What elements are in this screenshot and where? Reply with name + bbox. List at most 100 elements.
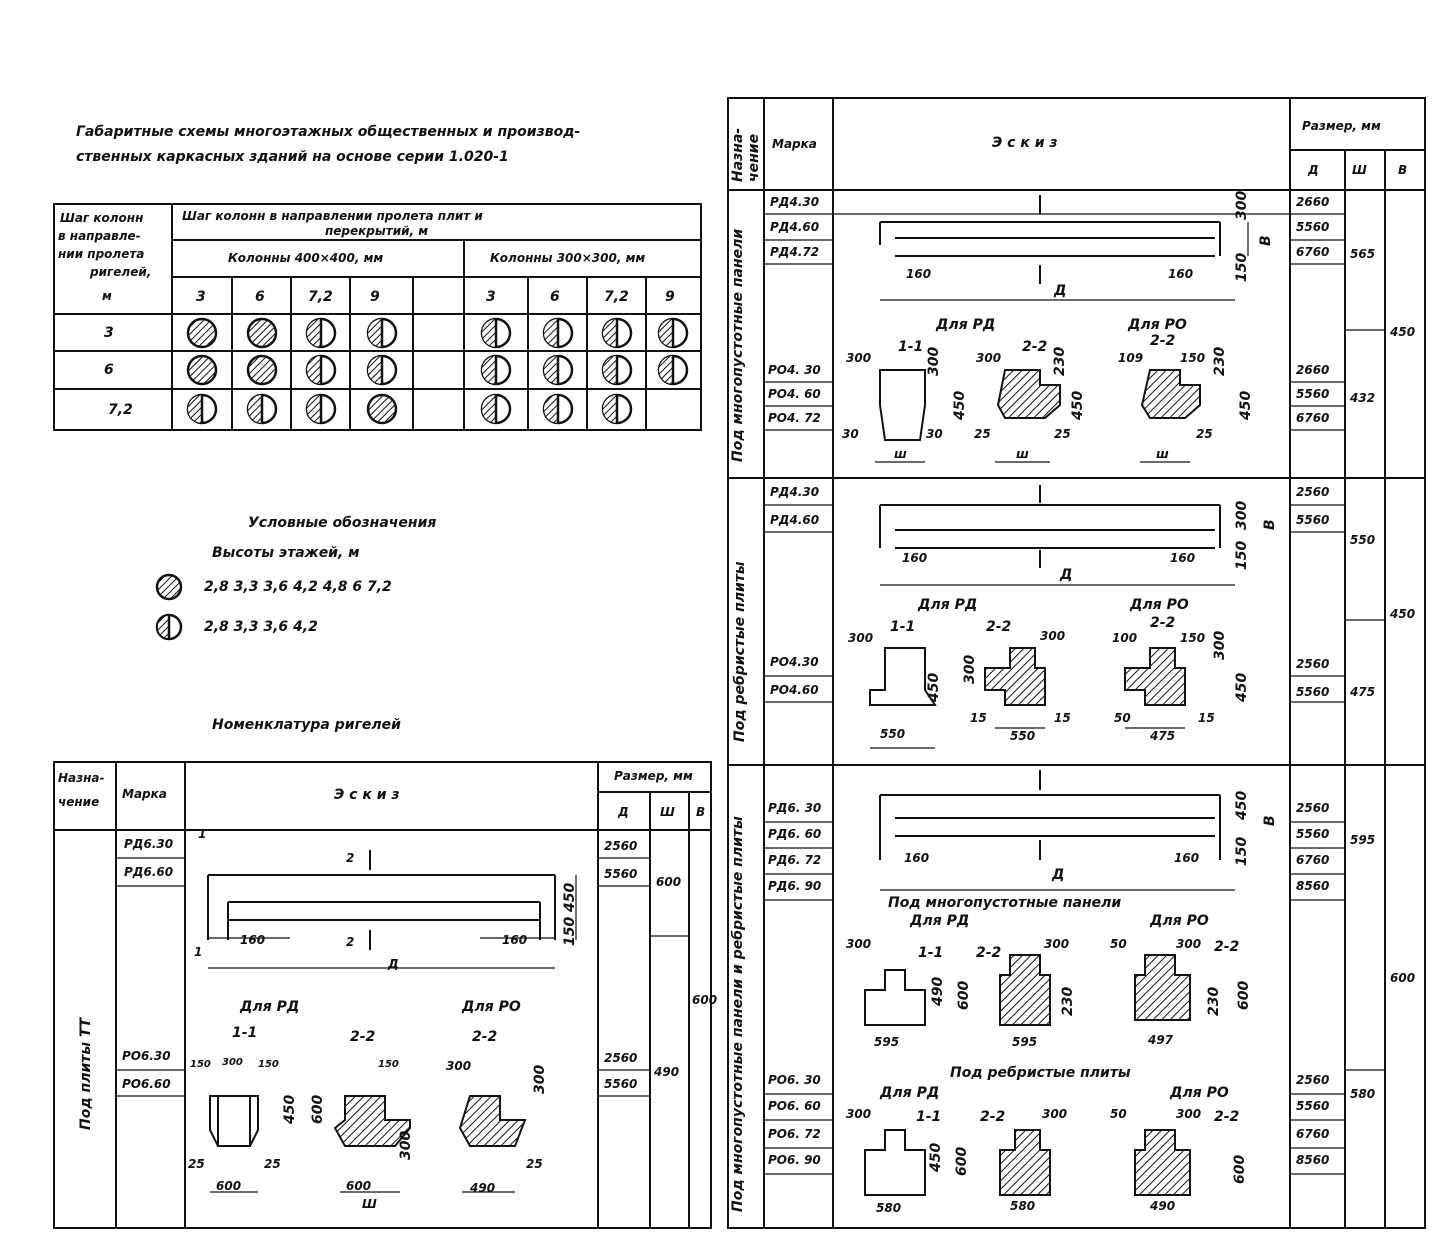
s3-c497: 497 bbox=[1148, 1033, 1174, 1047]
s2-for-ro: Для РО bbox=[1130, 597, 1189, 613]
s2-b15a: 15 bbox=[970, 711, 987, 725]
s2-d-rd-1: 2560 bbox=[1296, 485, 1330, 499]
s3-sub2: Под ребристые плиты bbox=[950, 1065, 1131, 1081]
s1-mark-rd-1: РД4.30 bbox=[770, 195, 820, 209]
s1-d-rd-1: 2660 bbox=[1296, 195, 1330, 209]
s3-for-ro: Для РО bbox=[1150, 913, 1209, 929]
grid-symbol-right-r2-c4 bbox=[657, 354, 689, 386]
bt-label-1b: 1 bbox=[194, 945, 203, 959]
s3-d-rd-1: 2560 bbox=[1296, 801, 1330, 815]
full-circle-symbol bbox=[155, 573, 183, 601]
s3-450: 450 bbox=[1234, 790, 1250, 820]
grid-group-right: Колонны 300×300, мм bbox=[490, 251, 646, 265]
grid-col-right-1: 3 bbox=[486, 289, 496, 305]
bt-dim-160a: 160 bbox=[240, 933, 266, 947]
s1-s22a: 2-2 bbox=[1022, 339, 1048, 355]
s3-c600: 600 bbox=[1236, 980, 1252, 1010]
s1-c150: 150 bbox=[1180, 351, 1206, 365]
s3-e300: 300 bbox=[846, 1107, 872, 1121]
s3-c300: 300 bbox=[1176, 937, 1202, 951]
s3-mark-ro-2: РО6. 60 bbox=[768, 1099, 821, 1113]
bt-d300: 300 bbox=[222, 1057, 243, 1068]
s1-b300: 300 bbox=[976, 351, 1002, 365]
s3-sh-rd: 595 bbox=[1350, 833, 1376, 847]
right-h-v: В bbox=[1398, 163, 1408, 177]
s3-e580: 580 bbox=[876, 1201, 902, 1215]
s3-s22d: 2-2 bbox=[1214, 1109, 1240, 1125]
bottom-mark-rd-1: РД6.30 bbox=[124, 837, 174, 851]
bt-dim-150: 150 bbox=[562, 916, 578, 946]
grid-symbol-right-r1-c1 bbox=[480, 317, 512, 349]
s3-s22b: 2-2 bbox=[1214, 939, 1240, 955]
s2-a550: 550 bbox=[880, 727, 906, 741]
right-h-sh: Ш bbox=[1352, 163, 1367, 177]
bt-d490: 490 bbox=[470, 1181, 496, 1195]
s1-mark-ro-3: РО4. 72 bbox=[768, 411, 821, 425]
grid-symbol-right-r3-c2 bbox=[542, 393, 574, 425]
s3-b595: 595 bbox=[1012, 1035, 1038, 1049]
grid-symbol-left-r3-c2 bbox=[246, 393, 278, 425]
bt-for-rd: Для РД bbox=[240, 999, 300, 1015]
bt-d25b: 25 bbox=[264, 1157, 281, 1171]
s2-c300: 300 bbox=[1212, 630, 1228, 660]
s3-f300: 300 bbox=[1042, 1107, 1068, 1121]
bottom-purpose: Под плиты ТТ bbox=[78, 1018, 94, 1130]
s3-d-ro-1: 2560 bbox=[1296, 1073, 1330, 1087]
s3-s11: 1-1 bbox=[918, 945, 944, 961]
grid-corner-line3: нии пролета bbox=[58, 247, 145, 261]
bottom-d-ro-2: 5560 bbox=[604, 1077, 638, 1091]
grid-col-left-4: 9 bbox=[370, 289, 380, 305]
s3-d: Д bbox=[1052, 867, 1065, 883]
s2-s11: 1-1 bbox=[890, 619, 916, 635]
grid-corner-line5: м bbox=[102, 289, 112, 303]
grid-symbol-left-r2-c3 bbox=[305, 354, 337, 386]
s3-a300: 300 bbox=[846, 937, 872, 951]
s2-mark-rd-1: РД4.30 bbox=[770, 485, 820, 499]
s2-300: 300 bbox=[1234, 500, 1250, 530]
bottom-h-size: Размер, мм bbox=[614, 769, 693, 783]
s1-s11: 1-1 bbox=[898, 339, 924, 355]
s3-mark-ro-1: РО6. 30 bbox=[768, 1073, 821, 1087]
bt-d150b: 150 bbox=[258, 1059, 279, 1070]
bt-label-2b: 2 bbox=[346, 935, 355, 949]
s2-c50: 50 bbox=[1114, 711, 1131, 725]
s1-bsh: ш bbox=[1016, 447, 1029, 461]
bottom-table-lines bbox=[53, 761, 712, 1229]
s1-sh-ro: 432 bbox=[1350, 391, 1376, 405]
bt-label-d: Д bbox=[388, 957, 399, 971]
bottom-mark-rd-2: РД6.60 bbox=[124, 865, 174, 879]
s2-160b: 160 bbox=[1170, 551, 1196, 565]
s3-d-ro-2: 5560 bbox=[1296, 1099, 1330, 1113]
s1-d-rd-2: 5560 bbox=[1296, 220, 1330, 234]
grid-symbol-right-r1-c4 bbox=[657, 317, 689, 349]
s2-s22b: 2-2 bbox=[1150, 615, 1176, 631]
bottom-h-v: В bbox=[696, 805, 706, 819]
bottom-h-sketch: Э с к и з bbox=[334, 787, 400, 803]
s3-d-rd-3: 6760 bbox=[1296, 853, 1330, 867]
s1-b: В bbox=[1258, 235, 1274, 246]
grid-top-header-1: Шаг колонн в направлении пролета плит и bbox=[182, 209, 483, 223]
s2-d-rd-2: 5560 bbox=[1296, 513, 1330, 527]
s2-c150: 150 bbox=[1180, 631, 1206, 645]
s3-e450: 450 bbox=[928, 1142, 944, 1172]
s2-a300: 300 bbox=[848, 631, 874, 645]
s3-b230: 230 bbox=[1060, 986, 1076, 1016]
bt-dsh: Ш bbox=[362, 1197, 377, 1211]
s1-160a: 160 bbox=[906, 267, 932, 281]
right-table-lines bbox=[727, 97, 1426, 1229]
s3-e600: 600 bbox=[954, 1146, 970, 1176]
grid-symbol-right-r2-c3 bbox=[601, 354, 633, 386]
grid-row-label-1: 3 bbox=[104, 325, 114, 341]
s2-mark-ro-1: РО4.30 bbox=[770, 655, 819, 669]
bottom-v: 600 bbox=[692, 993, 718, 1007]
bt-s11: 1-1 bbox=[232, 1025, 258, 1041]
s3-g50: 50 bbox=[1110, 1107, 1127, 1121]
bt-label-2a: 2 bbox=[346, 851, 355, 865]
s1-b25a: 25 bbox=[974, 427, 991, 441]
grid-symbol-left-r1-c2 bbox=[246, 317, 278, 349]
s1-a300b: 300 bbox=[926, 346, 942, 376]
s1-a30a: 30 bbox=[842, 427, 859, 441]
s3-a595: 595 bbox=[874, 1035, 900, 1049]
grid-symbol-left-r2-c2 bbox=[246, 354, 278, 386]
s3-mark-ro-4: РО6. 90 bbox=[768, 1153, 821, 1167]
